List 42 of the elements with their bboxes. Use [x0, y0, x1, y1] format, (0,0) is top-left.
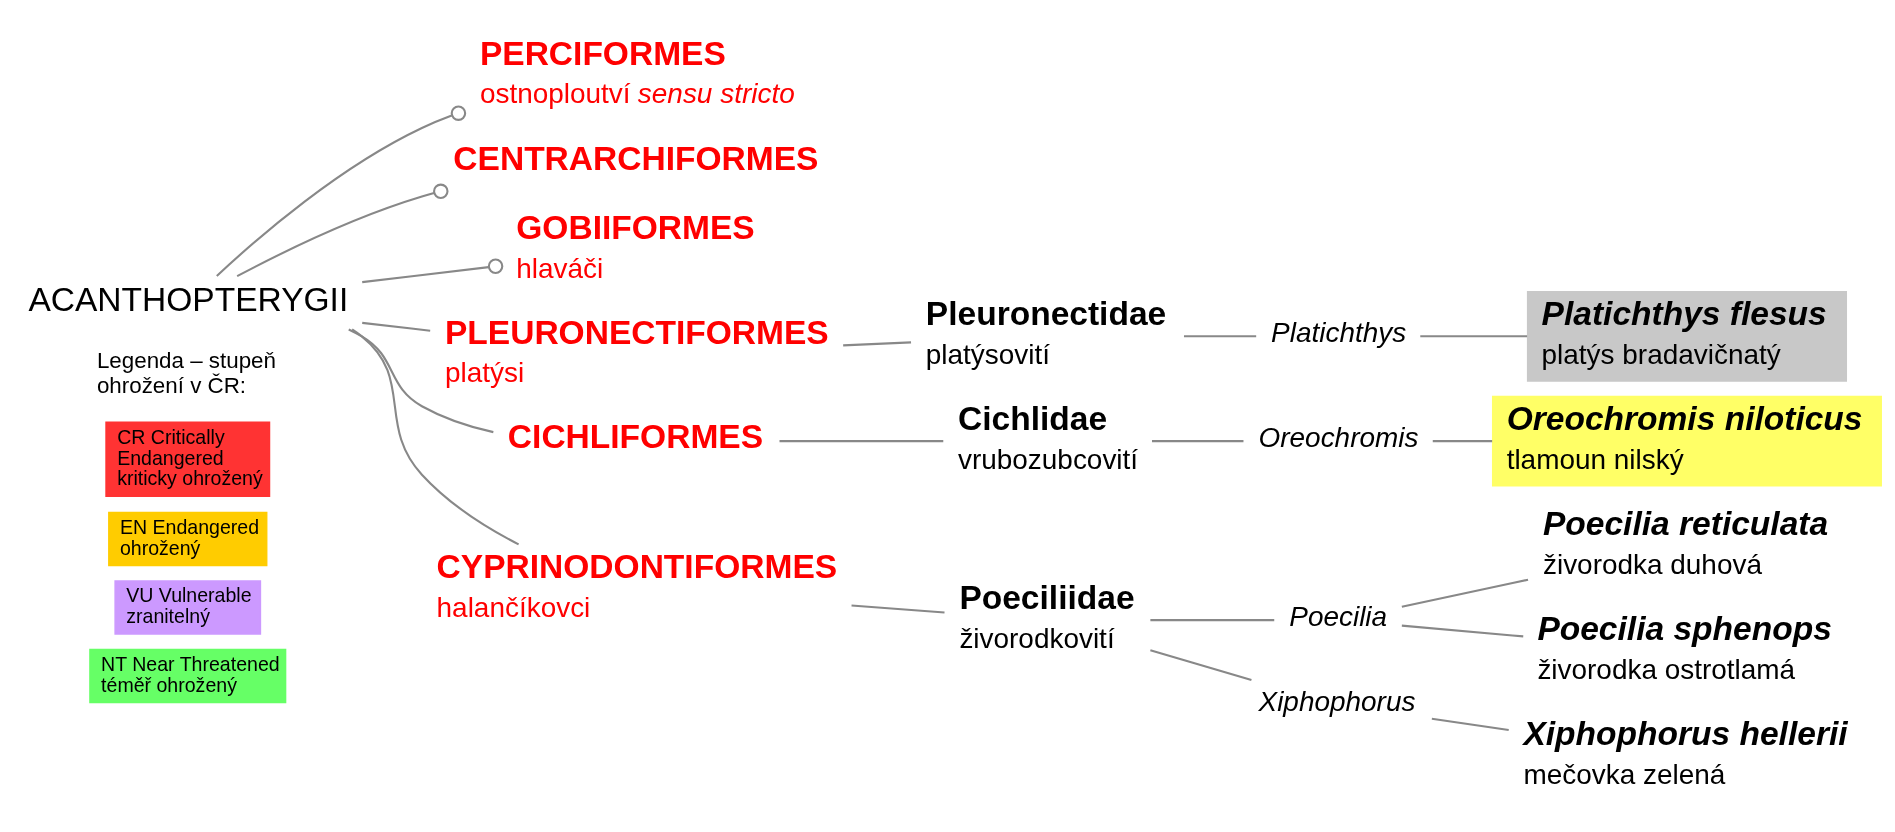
label: Legenda – stupeň ohrožení v ČR:: [96, 348, 276, 399]
node-text: PERCIFORMES ostnoploutví sensu stricto: [479, 35, 795, 109]
node-text: CICHLIFORMES: [507, 418, 764, 456]
node-text: CENTRARCHIFORMES: [453, 140, 819, 178]
node-text: Pleuronectidae platýsovití: [925, 295, 1167, 371]
legend-label: EN Endangered ohrožený: [119, 515, 260, 559]
node-text: Poecilia: [1289, 600, 1388, 632]
node-text: Poecilia sphenops živorodka ostrotlamá: [1537, 609, 1832, 685]
node-box: Platichthys flesus platýs bradavičnatý: [1526, 290, 1847, 382]
node-text: Poecilia reticulata živorodka duhová: [1542, 505, 1829, 580]
connector: [348, 328, 494, 434]
connector: [851, 604, 945, 614]
node-text: Oreochromis: [1258, 421, 1419, 453]
connector: [843, 341, 912, 347]
node-text: Poeciliidae živorodkovití: [959, 579, 1135, 655]
legend-label: NT Near Threatened téměř ohrožený: [101, 652, 280, 696]
connector: [1183, 335, 1257, 338]
node-text: CYPRINODONTIFORMES halančíkovci: [436, 548, 838, 624]
connector: [216, 105, 467, 277]
node-box: Oreochromis niloticus tlamoun nilský: [1491, 395, 1882, 487]
connector: [1150, 619, 1275, 622]
connector: [362, 258, 504, 284]
node-text: PLEURONECTIFORMES platýsi: [444, 313, 829, 389]
connector: [779, 440, 944, 443]
legend-label: CR Critically Endangered kriticky ohrožený: [117, 425, 263, 490]
node-text: ACANTHOPTERYGII: [28, 281, 349, 319]
connector: [1432, 440, 1493, 443]
connector: [1420, 335, 1528, 338]
node-text: Xiphophorus hellerii mečovka zelená: [1523, 714, 1848, 790]
node-text: GOBIIFORMES hlaváči: [516, 208, 755, 284]
connector: [1431, 717, 1509, 731]
connector: [1401, 578, 1529, 608]
node-text: Platichthys: [1271, 316, 1407, 348]
node-text: Xiphophorus: [1258, 685, 1416, 717]
connector: [1152, 440, 1244, 443]
connector: [1401, 624, 1524, 638]
node-text: Cichlidae vrubozubcovití: [957, 400, 1139, 476]
connector: [351, 328, 520, 546]
connector: [362, 321, 431, 332]
legend-label: VU Vulnerable zranitelný: [126, 584, 252, 628]
connector: [236, 183, 449, 278]
connector: [1150, 649, 1252, 682]
